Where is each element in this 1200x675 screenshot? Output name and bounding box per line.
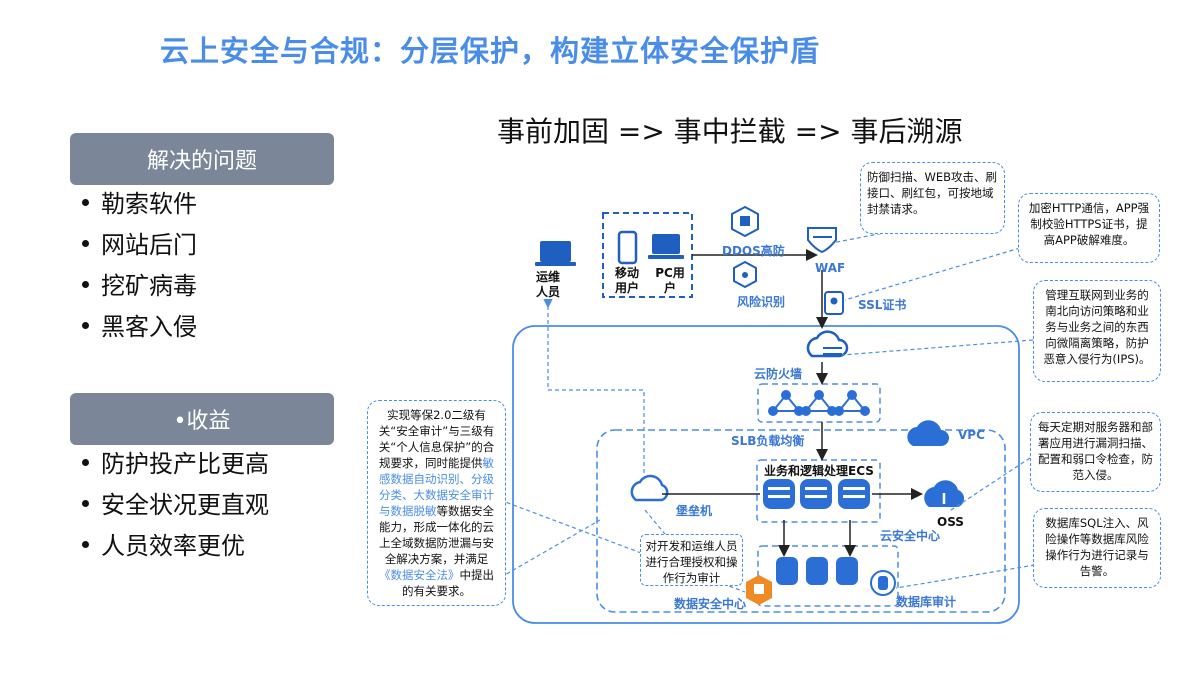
db-audit-note: 数据库SQL注入、风险操作等数据库风险操作行为进行记录与告警。 [1033,508,1161,588]
ssl-note: 加密HTTP通信，APP强制校验HTTPS证书，提高APP破解难度。 [1018,193,1160,263]
ecs-label: 业务和逻辑处理ECS [764,464,874,478]
db-audit-label: 数据库审计 [896,595,957,609]
ddos-label: DDOS高防 [722,244,785,258]
security-center-label: 云安全中心 [880,529,941,543]
ops-user-label: 运维人员 [535,270,560,299]
vpc-cloud-icon [907,420,949,446]
db-audit-icon [870,570,896,596]
laptop-icon [535,241,576,266]
risk-icon [733,260,757,289]
list-item: 挖矿病毒 [82,266,197,307]
bastion-note: 对开发和运维人员进行合理授权和操作行为审计 [640,534,743,586]
waf-note: 防御扫描、WEB攻击、刷接口、刷红包，可按地域封禁请求。 [860,162,1005,234]
page-subtitle: 事前加固 => 事中拦截 => 事后溯源 [497,115,963,148]
waf-shield-icon [807,227,837,254]
benefits-list: 防护投产比更高 安全状况更直观 人员效率更优 [82,444,269,567]
data-security-center-label: 数据安全中心 [674,597,747,611]
list-item: 网站后门 [82,225,197,266]
bastion-label: 堡垒机 [676,504,713,518]
oss-icon [924,480,965,507]
data-security-center-icon [746,575,772,605]
pc-icon [648,234,684,259]
ddos-icon [731,205,759,238]
cloud-firewall-label: 云防火墙 [754,367,803,381]
ssl-certificate-icon [824,291,844,315]
list-item: 勒索软件 [82,184,197,225]
page-title: 云上安全与合规：分层保护，构建立体安全保护盾 [160,34,821,68]
list-item: 黑客入侵 [82,307,197,348]
slb-label: SLB负载均衡 [731,434,805,448]
list-item: 人员效率更优 [82,526,269,567]
problems-heading: 解决的问题 [70,133,334,185]
oss-label: OSS [937,515,964,529]
vpc-boundary [596,429,1006,613]
waf-label: WAF [815,261,846,275]
mobile-user-label: 移动用户 [614,266,639,295]
slb-box [757,383,881,423]
ssl-label: SSL证书 [858,298,907,312]
list-item: 防护投产比更高 [82,444,269,485]
vpc-label: VPC [958,428,985,442]
security-center-note: 每天定期对服务器和部署应用进行漏洞扫描、配置和弱口令检查，防范入侵。 [1030,412,1161,492]
mobile-icon [617,230,638,265]
cloud-boundary [512,325,1020,624]
database-icons [776,557,858,585]
risk-label: 风险识别 [737,295,786,309]
firewall-note: 管理互联网到业务的南北向访问策略和业务与业务之间的东西向微隔离策略，防护恶意入侵… [1033,280,1161,382]
slb-nodes-icon [768,390,870,416]
benefits-heading: •收益 [70,393,334,445]
compliance-note: 实现等保2.0二级有关“安全审计”与三级有关“个人信息保护”的合规要求，同时能提… [367,400,506,606]
problems-list: 勒索软件 网站后门 挖矿病毒 黑客入侵 [82,184,197,348]
ecs-server-icons [763,479,870,509]
cloud-firewall-icon [806,330,849,358]
pc-user-label: PC用户 [655,266,685,295]
bastion-icon [630,474,669,502]
list-item: 安全状况更直观 [82,485,269,526]
